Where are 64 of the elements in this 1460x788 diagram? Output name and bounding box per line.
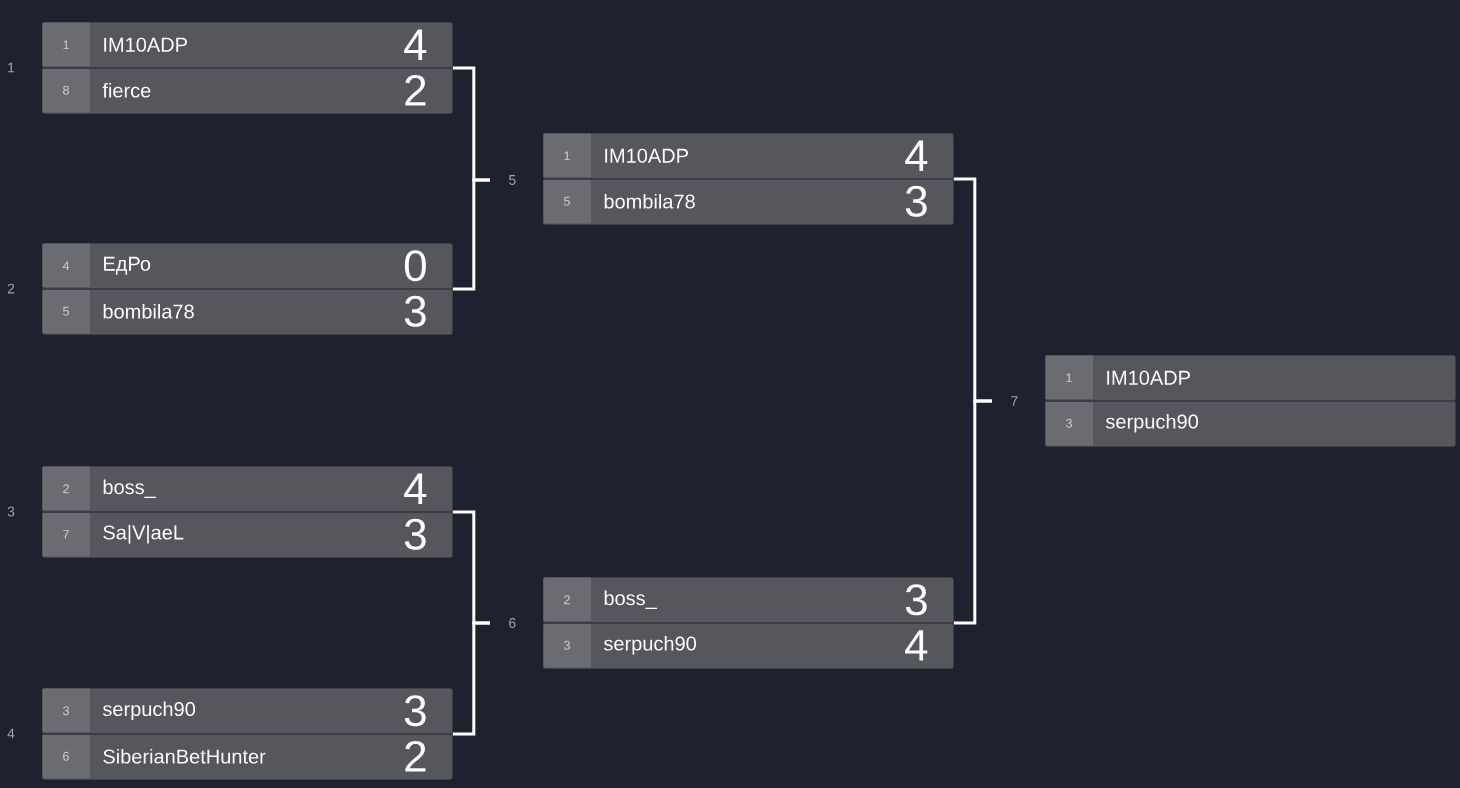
score: 3 <box>905 584 927 616</box>
player-row <box>543 577 954 622</box>
match-number: 3 <box>7 506 15 517</box>
player-name: Sa|V|aeL <box>103 524 184 544</box>
player-name: serpuch90 <box>1106 413 1199 433</box>
player-name: IM10ADP <box>1107 370 1190 385</box>
match-number: 1 <box>8 62 15 73</box>
score: 4 <box>905 630 928 661</box>
seed-number: 1 <box>564 151 570 161</box>
seed-number: 1 <box>1066 373 1072 383</box>
player-name: fierce <box>102 82 151 98</box>
player-name: ЕдРо <box>104 256 151 275</box>
seed-number: 2 <box>63 484 69 494</box>
score: 2 <box>405 74 426 106</box>
score: 4 <box>905 140 928 171</box>
bracket-line <box>953 399 992 625</box>
player-name: serpuch90 <box>604 635 696 655</box>
score: 3 <box>905 185 927 217</box>
seed-number: 3 <box>62 706 69 716</box>
score: 3 <box>404 695 426 727</box>
score: 4 <box>404 29 427 60</box>
match-number: 6 <box>509 618 516 628</box>
score: 3 <box>404 518 426 550</box>
score: 4 <box>404 473 427 504</box>
seed-number: 6 <box>63 751 69 761</box>
player-row <box>42 734 453 780</box>
player-row <box>1045 355 1456 400</box>
seed-number: 3 <box>564 640 570 650</box>
score: 3 <box>404 295 426 327</box>
match-number: 2 <box>7 283 15 294</box>
seed-number: 8 <box>63 85 69 95</box>
player-row <box>543 133 954 178</box>
seed-number: 1 <box>63 40 69 50</box>
player-row <box>42 688 453 733</box>
match-number: 4 <box>7 728 15 739</box>
seed-number: 2 <box>564 595 570 605</box>
score: 0 <box>404 250 426 282</box>
player-row <box>42 466 453 511</box>
player-row <box>42 289 453 335</box>
score: 2 <box>405 740 426 772</box>
bracket-line <box>452 621 490 736</box>
seed-number: 5 <box>63 306 69 316</box>
player-row <box>42 243 453 288</box>
match-number: 5 <box>509 175 516 185</box>
seed-number: 7 <box>63 529 69 539</box>
player-name: bombila78 <box>103 303 194 319</box>
player-row <box>42 512 453 558</box>
player-name: serpuch90 <box>102 701 195 721</box>
player-name: IM10ADP <box>605 148 688 163</box>
player-row <box>543 179 954 225</box>
player-row <box>1045 401 1456 447</box>
seed-number: 4 <box>62 261 70 271</box>
player-name: SiberianBetHunter <box>103 748 266 764</box>
match-number: 7 <box>1011 396 1018 406</box>
bracket-line <box>452 178 490 291</box>
seed-number: 3 <box>1066 418 1072 428</box>
player-name: bombila78 <box>604 193 695 209</box>
seed-number: 5 <box>564 196 570 206</box>
player-row <box>42 68 453 114</box>
player-row <box>42 22 453 67</box>
player-name: boss_ <box>604 590 657 609</box>
player-name: boss_ <box>103 479 156 498</box>
player-row <box>543 623 954 669</box>
player-name: IM10ADP <box>104 37 187 52</box>
